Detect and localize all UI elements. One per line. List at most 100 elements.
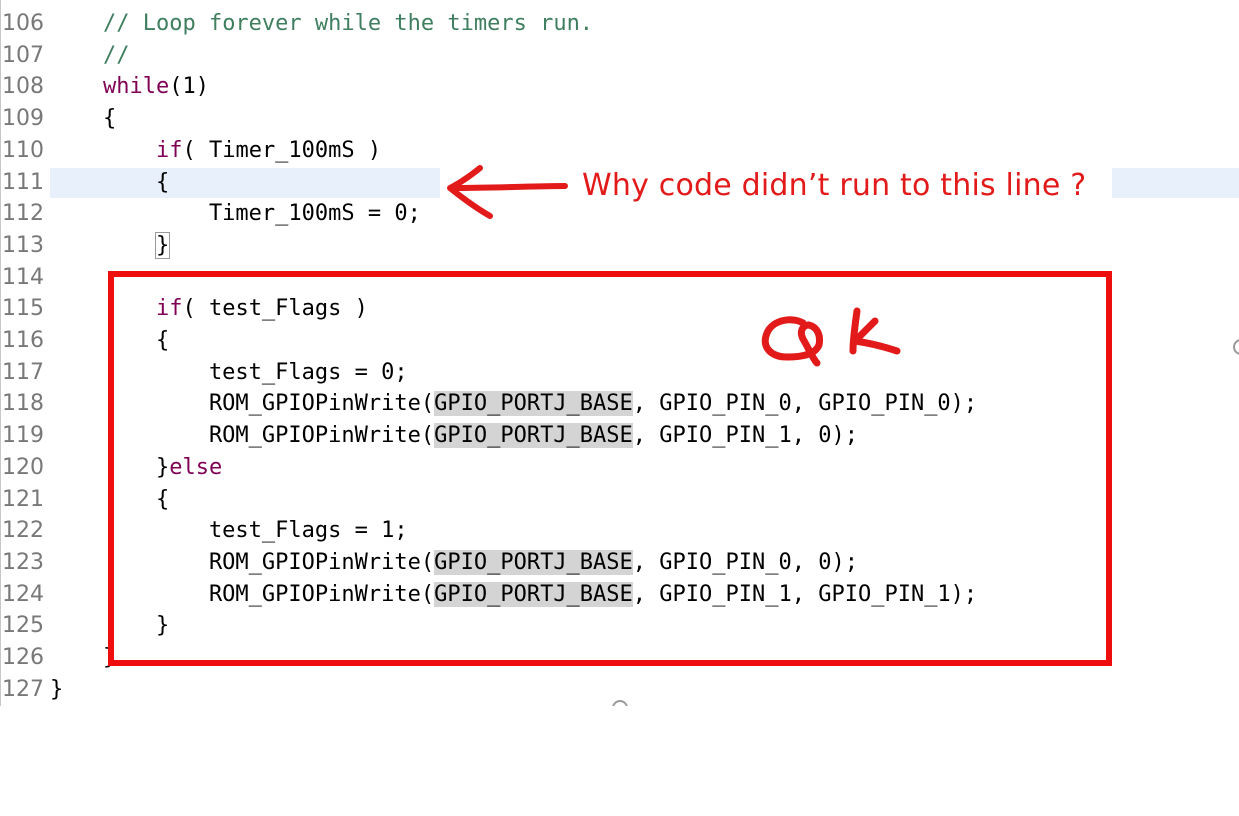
code-line[interactable]: 108 while(1) — [0, 71, 1239, 103]
line-number: 127 — [2, 676, 44, 702]
occurrence-highlight: GPIO_PORTJ_BASE — [434, 391, 633, 417]
code-token: { — [50, 169, 170, 195]
code-token: else — [169, 454, 223, 480]
code-token: } — [50, 676, 64, 702]
code-line[interactable]: 124 ROM_GPIOPinWrite(GPIO_PORTJ_BASE, GP… — [0, 579, 1239, 611]
occurrence-highlight: GPIO_PORTJ_BASE — [434, 581, 633, 607]
ok-handwritten-mark: OK — [761, 307, 901, 367]
code-line[interactable]: 119 ROM_GPIOPinWrite(GPIO_PORTJ_BASE, GP… — [0, 420, 1239, 452]
code-text: }else — [50, 452, 222, 484]
code-token: ( test_Flags ) — [182, 296, 368, 322]
code-line[interactable]: 113 } — [0, 230, 1239, 262]
code-text: // — [50, 40, 130, 72]
code-line[interactable]: 127} — [0, 674, 1239, 706]
code-line[interactable]: 107 // — [0, 40, 1239, 72]
code-line[interactable]: 116 { — [0, 325, 1239, 357]
code-text: } — [50, 642, 116, 674]
code-text: { — [50, 484, 169, 516]
matching-bracket: } — [154, 231, 171, 259]
line-number: 108 — [2, 74, 44, 100]
code-text: // Loop forever while the timers run. — [50, 8, 593, 40]
code-line[interactable]: 115 if( test_Flags ) — [0, 293, 1239, 325]
code-text: if( test_Flags ) — [50, 293, 368, 325]
code-token — [50, 74, 103, 99]
line-number: 115 — [2, 296, 44, 322]
code-token: ROM_GPIOPinWrite( — [50, 549, 435, 575]
line-number: 112 — [2, 201, 44, 227]
line-number: 106 — [2, 11, 44, 36]
line-number: 119 — [2, 423, 44, 449]
code-line[interactable]: 120 }else — [0, 452, 1239, 484]
code-token: (1) — [169, 74, 209, 100]
code-token: // — [102, 42, 130, 68]
question-annotation: Why code didn’t run to this line ? — [582, 168, 1087, 203]
code-text: { — [50, 325, 169, 357]
gutter-divider — [0, 0, 1, 706]
line-number: 109 — [2, 106, 44, 132]
red-arrow-icon — [447, 165, 568, 219]
code-token: if — [155, 296, 183, 322]
code-token: ROM_GPIOPinWrite( — [50, 581, 435, 607]
line-number: 116 — [2, 328, 44, 353]
code-text: test_Flags = 0; — [50, 357, 408, 389]
code-token: } — [50, 645, 117, 670]
line-number: 118 — [2, 391, 44, 417]
code-line[interactable]: 123 ROM_GPIOPinWrite(GPIO_PORTJ_BASE, GP… — [0, 547, 1239, 579]
code-token: // Loop forever while the timers run. — [102, 11, 594, 36]
code-line[interactable]: 112 Timer_100mS = 0; — [0, 198, 1239, 230]
code-line[interactable]: 110 if( Timer_100mS ) — [0, 135, 1239, 167]
code-token: ROM_GPIOPinWrite( — [50, 391, 435, 417]
code-token: while — [102, 74, 170, 100]
code-token: , GPIO_PIN_0, GPIO_PIN_0); — [632, 391, 978, 417]
code-line[interactable]: 111 { — [0, 167, 1239, 199]
code-text: } — [50, 610, 169, 642]
code-token: , GPIO_PIN_1, 0); — [632, 423, 858, 449]
code-token: ( Timer_100mS ) — [182, 137, 382, 163]
code-text: while(1) — [50, 71, 209, 103]
line-number: 120 — [2, 454, 44, 480]
line-number: 125 — [2, 613, 44, 639]
code-text: ROM_GPIOPinWrite(GPIO_PORTJ_BASE, GPIO_P… — [50, 579, 977, 611]
code-text: Timer_100mS = 0; — [50, 198, 421, 230]
code-token: Timer_100mS = 0; — [50, 201, 421, 227]
code-editor[interactable]: 106 // Loop forever while the timers run… — [0, 0, 1239, 706]
code-token: if — [155, 137, 183, 163]
code-line[interactable]: 106 // Loop forever while the timers run… — [0, 8, 1239, 40]
line-number: 121 — [2, 486, 44, 512]
code-token: } — [50, 613, 170, 639]
line-number: 122 — [2, 518, 44, 544]
code-token — [50, 233, 156, 258]
line-number: 124 — [2, 581, 44, 607]
highlight-box — [108, 271, 1112, 666]
code-token: , GPIO_PIN_0, 0); — [632, 549, 858, 575]
code-token: ROM_GPIOPinWrite( — [50, 423, 435, 449]
code-token: , GPIO_PIN_1, GPIO_PIN_1); — [632, 581, 978, 607]
line-number: 126 — [2, 645, 44, 670]
line-number: 111 — [2, 169, 44, 195]
code-line[interactable]: 118 ROM_GPIOPinWrite(GPIO_PORTJ_BASE, GP… — [0, 388, 1239, 420]
code-text: ROM_GPIOPinWrite(GPIO_PORTJ_BASE, GPIO_P… — [50, 547, 858, 579]
code-token — [50, 43, 103, 68]
code-line[interactable]: 114 — [0, 262, 1239, 294]
code-line[interactable]: 125 } — [0, 610, 1239, 642]
code-token: { — [50, 486, 170, 512]
occurrence-highlight: GPIO_PORTJ_BASE — [434, 423, 633, 449]
code-line[interactable]: 109 { — [0, 103, 1239, 135]
code-text: ROM_GPIOPinWrite(GPIO_PORTJ_BASE, GPIO_P… — [50, 388, 977, 420]
code-text: { — [50, 167, 169, 199]
code-token: test_Flags = 0; — [50, 359, 408, 385]
code-text: } — [50, 230, 171, 262]
line-number: 123 — [2, 549, 44, 575]
line-number: 113 — [2, 232, 44, 258]
code-token: test_Flags = 1; — [50, 518, 408, 544]
code-token — [50, 11, 103, 36]
code-text: if( Timer_100mS ) — [50, 135, 381, 167]
line-number: 114 — [2, 264, 44, 290]
code-token — [50, 138, 156, 163]
code-line[interactable]: 117 test_Flags = 0; — [0, 357, 1239, 389]
current-line-highlight — [50, 167, 440, 198]
current-line-highlight-right — [1112, 167, 1239, 198]
code-line[interactable]: 121 { — [0, 484, 1239, 516]
code-line[interactable]: 122 test_Flags = 1; — [0, 515, 1239, 547]
code-text: test_Flags = 1; — [50, 515, 408, 547]
